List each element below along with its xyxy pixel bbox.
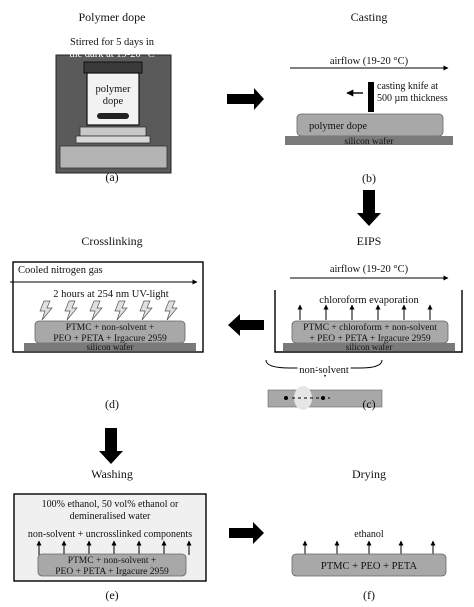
panel-c: EIPS airflow (19-20 °C) chloroform evapo… <box>265 234 463 411</box>
panel-e-bath-line1: 100% ethanol, 50 vol% ethanol or <box>42 499 179 510</box>
panel-f-film: PTMC + PEO + PETA <box>321 561 418 572</box>
uv-bolt-icon <box>139 300 153 321</box>
panel-c-caption: (c) <box>362 397 375 411</box>
panel-a-note-line1: Stirred for 5 days in <box>70 37 155 48</box>
panel-b-knife-line2: 500 µm thickness <box>377 93 448 104</box>
panel-c-title: EIPS <box>357 234 382 248</box>
panel-c-zoom-label: non-solvent <box>299 365 349 376</box>
hotplate-top <box>79 126 147 137</box>
panel-a-note-line2: the dark at 19-20 °C <box>69 49 154 60</box>
uv-bolt-icon <box>89 300 103 321</box>
panel-e-film-line1: PTMC + non-solvent + <box>68 556 157 566</box>
panel-e: Washing 100% ethanol, 50 vol% ethanol or… <box>13 467 207 602</box>
non-solvent-droplet <box>294 386 312 410</box>
film-e <box>37 553 187 577</box>
arrow-a-to-b <box>227 88 264 110</box>
hotplate-base <box>59 145 168 169</box>
silicon-wafer-d <box>24 343 196 351</box>
panel-f-caption: (f) <box>363 588 375 602</box>
jar-lid <box>83 61 143 74</box>
panel-a: Polymer dope Stirred for 5 days in the d… <box>55 10 172 184</box>
uv-bolt-icon <box>114 300 128 321</box>
arrow-e-to-f <box>229 522 264 544</box>
panel-b-caption: (b) <box>362 171 376 185</box>
arrow-d-to-e <box>99 428 123 464</box>
panel-b-knife-line1: casting knife at <box>377 81 438 92</box>
panel-b: Casting airflow (19-20 °C) casting knife… <box>285 10 453 185</box>
silicon-wafer-b <box>285 136 453 145</box>
uv-bolt-icon <box>164 300 178 321</box>
panel-c-evaporation: chloroform evaporation <box>319 295 419 306</box>
jar-label-line2: dope <box>103 96 124 107</box>
panel-f-title: Drying <box>352 467 386 481</box>
panel-d-title: Crosslinking <box>81 234 142 248</box>
panel-d-film-line1: PTMC + non-solvent + <box>66 323 155 333</box>
panel-c-substrate: silicon wafer <box>346 342 393 352</box>
drying-arrows <box>302 540 436 555</box>
panel-b-title: Casting <box>351 10 388 24</box>
jar-label-line1: polymer <box>96 84 131 95</box>
panel-b-airflow: airflow (19-20 °C) <box>330 56 409 67</box>
panel-c-airflow: airflow (19-20 °C) <box>330 264 409 275</box>
panel-b-substrate: silicon wafer <box>344 136 394 147</box>
panel-e-caption: (e) <box>105 588 118 602</box>
panel-a-title: Polymer dope <box>79 10 146 24</box>
uv-bolt-icon <box>39 300 53 321</box>
panel-a-caption: (a) <box>105 170 118 184</box>
panel-e-title: Washing <box>91 467 133 481</box>
panel-d-film-line2: PEO + PETA + Irgacure 2959 <box>53 334 167 344</box>
arrow-c-to-d <box>228 314 264 336</box>
panel-d-substrate: silicon wafer <box>87 342 134 352</box>
casting-knife <box>368 82 374 112</box>
panel-d: Crosslinking Cooled nitrogen gas 2 hours… <box>10 234 204 411</box>
eips-container <box>274 290 463 353</box>
evaporation-arrows <box>297 304 433 320</box>
film-f <box>291 553 447 577</box>
panel-f-outflow: ethanol <box>354 529 384 540</box>
panel-d-caption: (d) <box>105 397 119 411</box>
zoom-marker <box>321 396 325 400</box>
panel-e-outflow: non-solvent + uncrosslinked components <box>28 529 192 540</box>
hotplate-plate <box>75 135 151 144</box>
zoom-marker <box>284 396 288 400</box>
panel-f: Drying ethanol PTMC + PEO + PETA (f) <box>291 467 447 602</box>
panel-d-uv: 2 hours at 254 nm UV-light <box>53 289 168 300</box>
washing-arrows <box>36 540 192 555</box>
panel-d-gas: Cooled nitrogen gas <box>18 265 103 276</box>
uv-bolt-icon <box>64 300 78 321</box>
silicon-wafer-c <box>283 343 455 351</box>
uv-light-icons <box>39 300 178 321</box>
panel-e-bath-line2: demineralised water <box>70 511 151 522</box>
panel-c-film-line1: PTMC + chloroform + non-solvent <box>303 322 437 333</box>
panel-e-film-line2: PEO + PETA + Irgacure 2959 <box>55 567 169 577</box>
panel-c-film-line2: + PEO + PETA + Irgacure 2959 <box>309 334 430 344</box>
panel-b-film-label: polymer dope <box>309 121 367 132</box>
stir-bar <box>97 113 129 119</box>
arrow-b-to-c <box>357 190 381 226</box>
zoom-brace <box>265 359 383 378</box>
